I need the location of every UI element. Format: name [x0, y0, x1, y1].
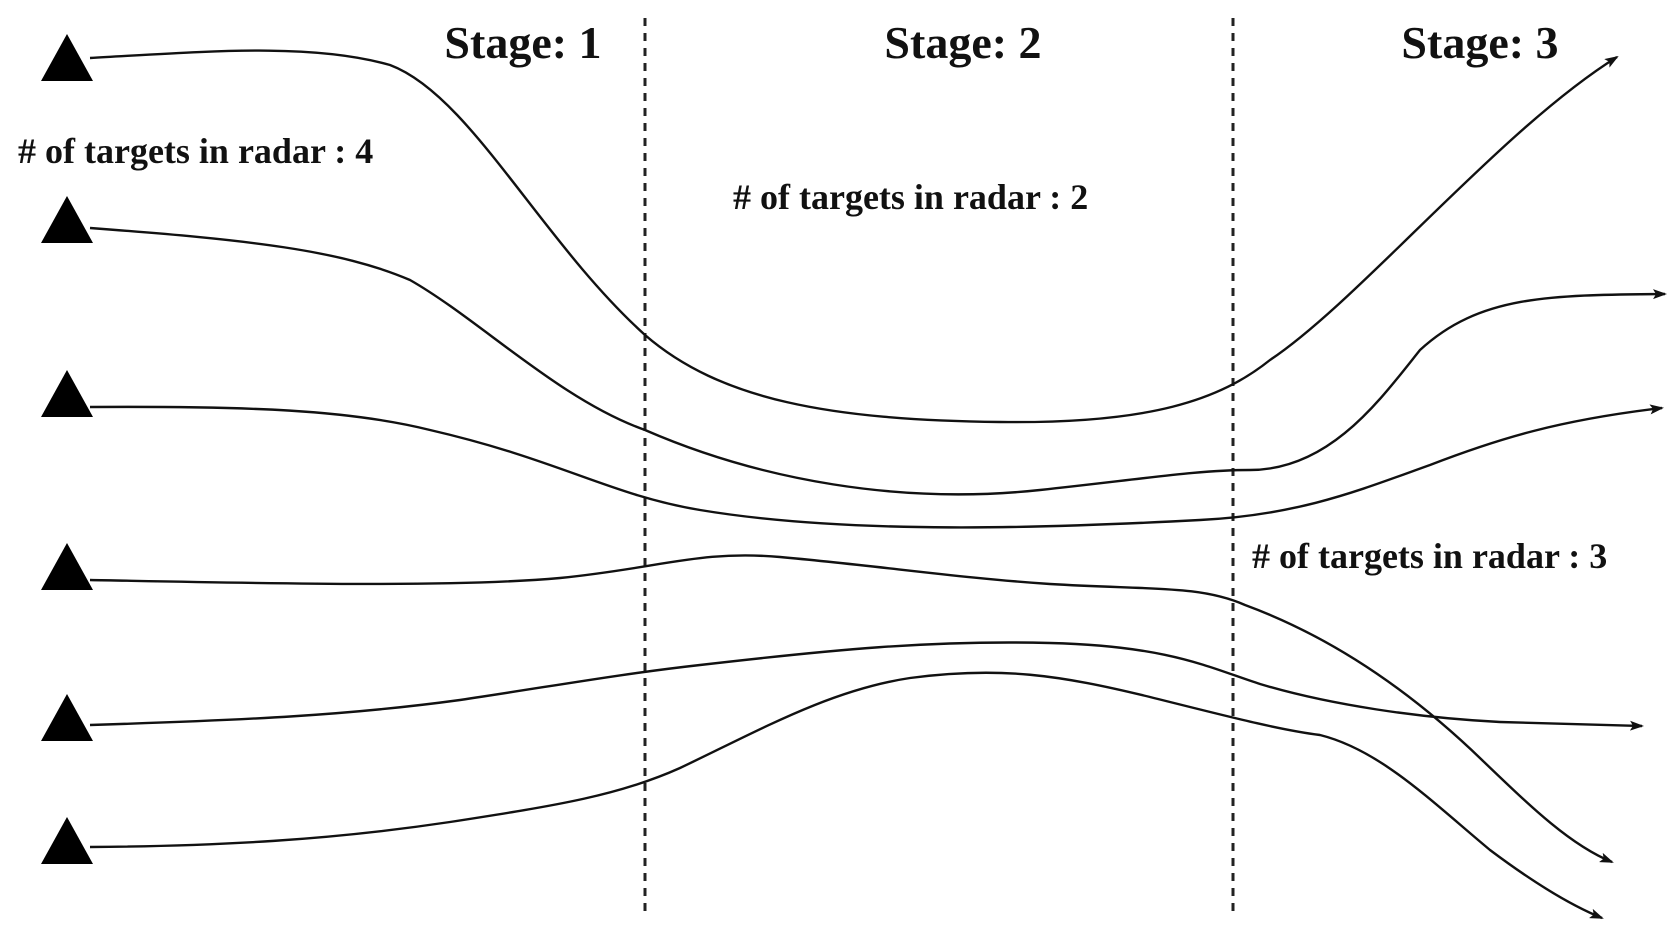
target-count-stage-2: # of targets in radar : 2	[733, 177, 1088, 217]
radar-triangle-icon	[41, 34, 93, 81]
radar-triangle-icon	[41, 196, 93, 243]
trajectory-4	[89, 554, 1614, 864]
radar-triangle-icon	[41, 543, 93, 590]
trajectory-6	[89, 671, 1604, 920]
stage-label-2: Stage: 2	[884, 17, 1041, 68]
radar-markers	[41, 34, 93, 864]
trajectory-3	[89, 404, 1664, 529]
stage-label-1: Stage: 1	[444, 17, 601, 68]
trajectory-2	[89, 226, 1667, 496]
trajectory-1	[89, 49, 1619, 424]
trajectory-5	[89, 641, 1644, 731]
target-count-stage-1: # of targets in radar : 4	[18, 131, 373, 171]
radar-triangle-icon	[41, 817, 93, 864]
radar-triangle-icon	[41, 694, 93, 741]
target-count-stage-3: # of targets in radar : 3	[1252, 536, 1607, 576]
stage-label-3: Stage: 3	[1401, 17, 1558, 68]
radar-triangle-icon	[41, 370, 93, 417]
